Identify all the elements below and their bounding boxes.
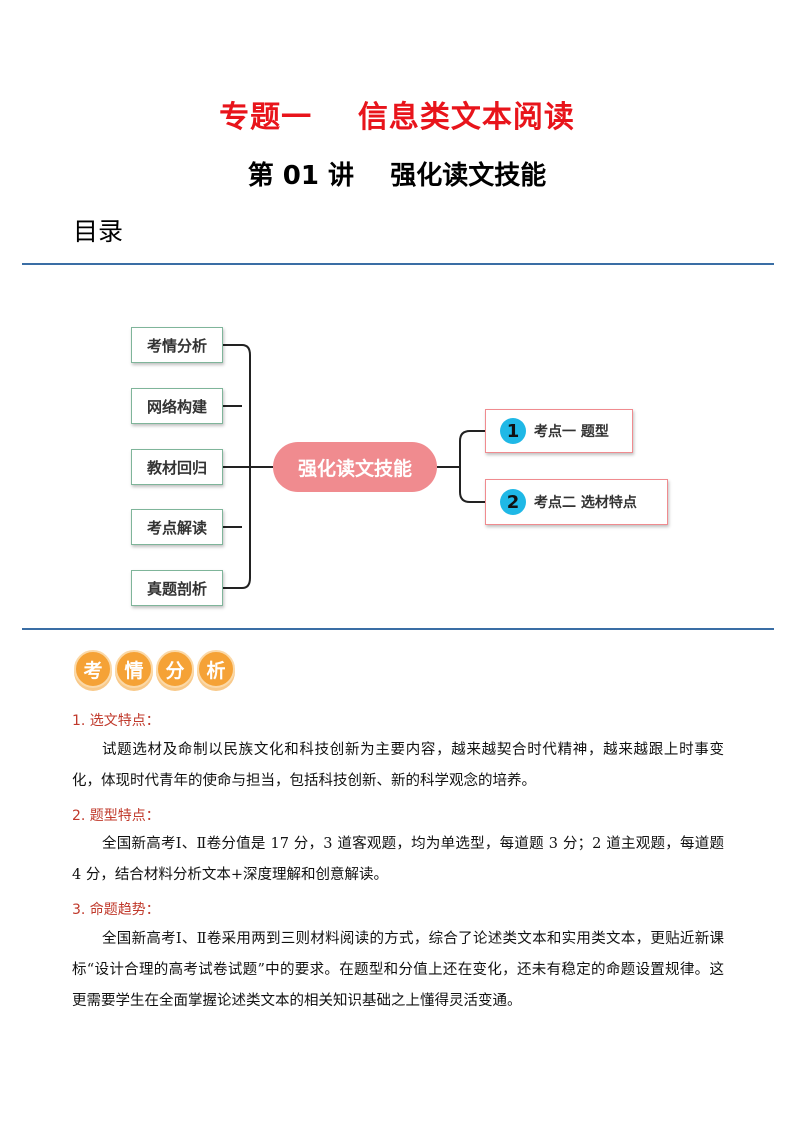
heading-question-types: 2. 题型特点： bbox=[72, 808, 160, 824]
mindmap-center[interactable]: 强化读文技能 bbox=[273, 442, 437, 492]
heading-selection: 1. 选文特点： bbox=[72, 713, 160, 729]
banner-char: 考 bbox=[74, 650, 112, 688]
mindmap-item-textbook[interactable]: 教材回归 bbox=[131, 449, 223, 485]
banner-char: 分 bbox=[156, 650, 194, 688]
mindmap-item-exam[interactable]: 真题剖析 bbox=[131, 570, 223, 606]
divider-middle bbox=[22, 628, 774, 630]
divider-top bbox=[22, 263, 774, 265]
paragraph-selection: 试题选材及命制以民族文化和科技创新为主要内容，越来越契合时代精神，越来越跟上时事… bbox=[72, 742, 724, 789]
mindmap-point-1[interactable]: 1 考点一 题型 bbox=[485, 409, 633, 453]
toc-label: 目录 bbox=[73, 217, 124, 246]
point-1-label: 考点一 题型 bbox=[534, 424, 609, 440]
banner-char: 析 bbox=[197, 650, 235, 688]
mindmap-item-kaoqing[interactable]: 考情分析 bbox=[131, 327, 223, 363]
number-one-icon: 1 bbox=[500, 418, 526, 444]
banner-char: 情 bbox=[115, 650, 153, 688]
lecture-title: 第 01 讲 强化读文技能 bbox=[247, 161, 547, 191]
mindmap-item-network[interactable]: 网络构建 bbox=[131, 388, 223, 424]
topic-title: 专题一 信息类文本阅读 bbox=[219, 100, 575, 135]
point-2-label: 考点二 选材特点 bbox=[534, 495, 637, 511]
mindmap-item-points[interactable]: 考点解读 bbox=[131, 509, 223, 545]
number-two-icon: 2 bbox=[500, 489, 526, 515]
paragraph-trend: 全国新高考Ⅰ、Ⅱ卷采用两到三则材料阅读的方式，综合了论述类文本和实用类文本，更贴… bbox=[72, 931, 724, 1009]
heading-trend: 3. 命题趋势： bbox=[72, 902, 160, 918]
mindmap-point-2[interactable]: 2 考点二 选材特点 bbox=[485, 479, 668, 525]
paragraph-question-types: 全国新高考Ⅰ、Ⅱ卷分值是 17 分，3 道客观题，均为单选型，每道题 3 分；2… bbox=[72, 836, 724, 883]
section-banner-kaoqing: 考 情 分 析 bbox=[74, 650, 235, 688]
